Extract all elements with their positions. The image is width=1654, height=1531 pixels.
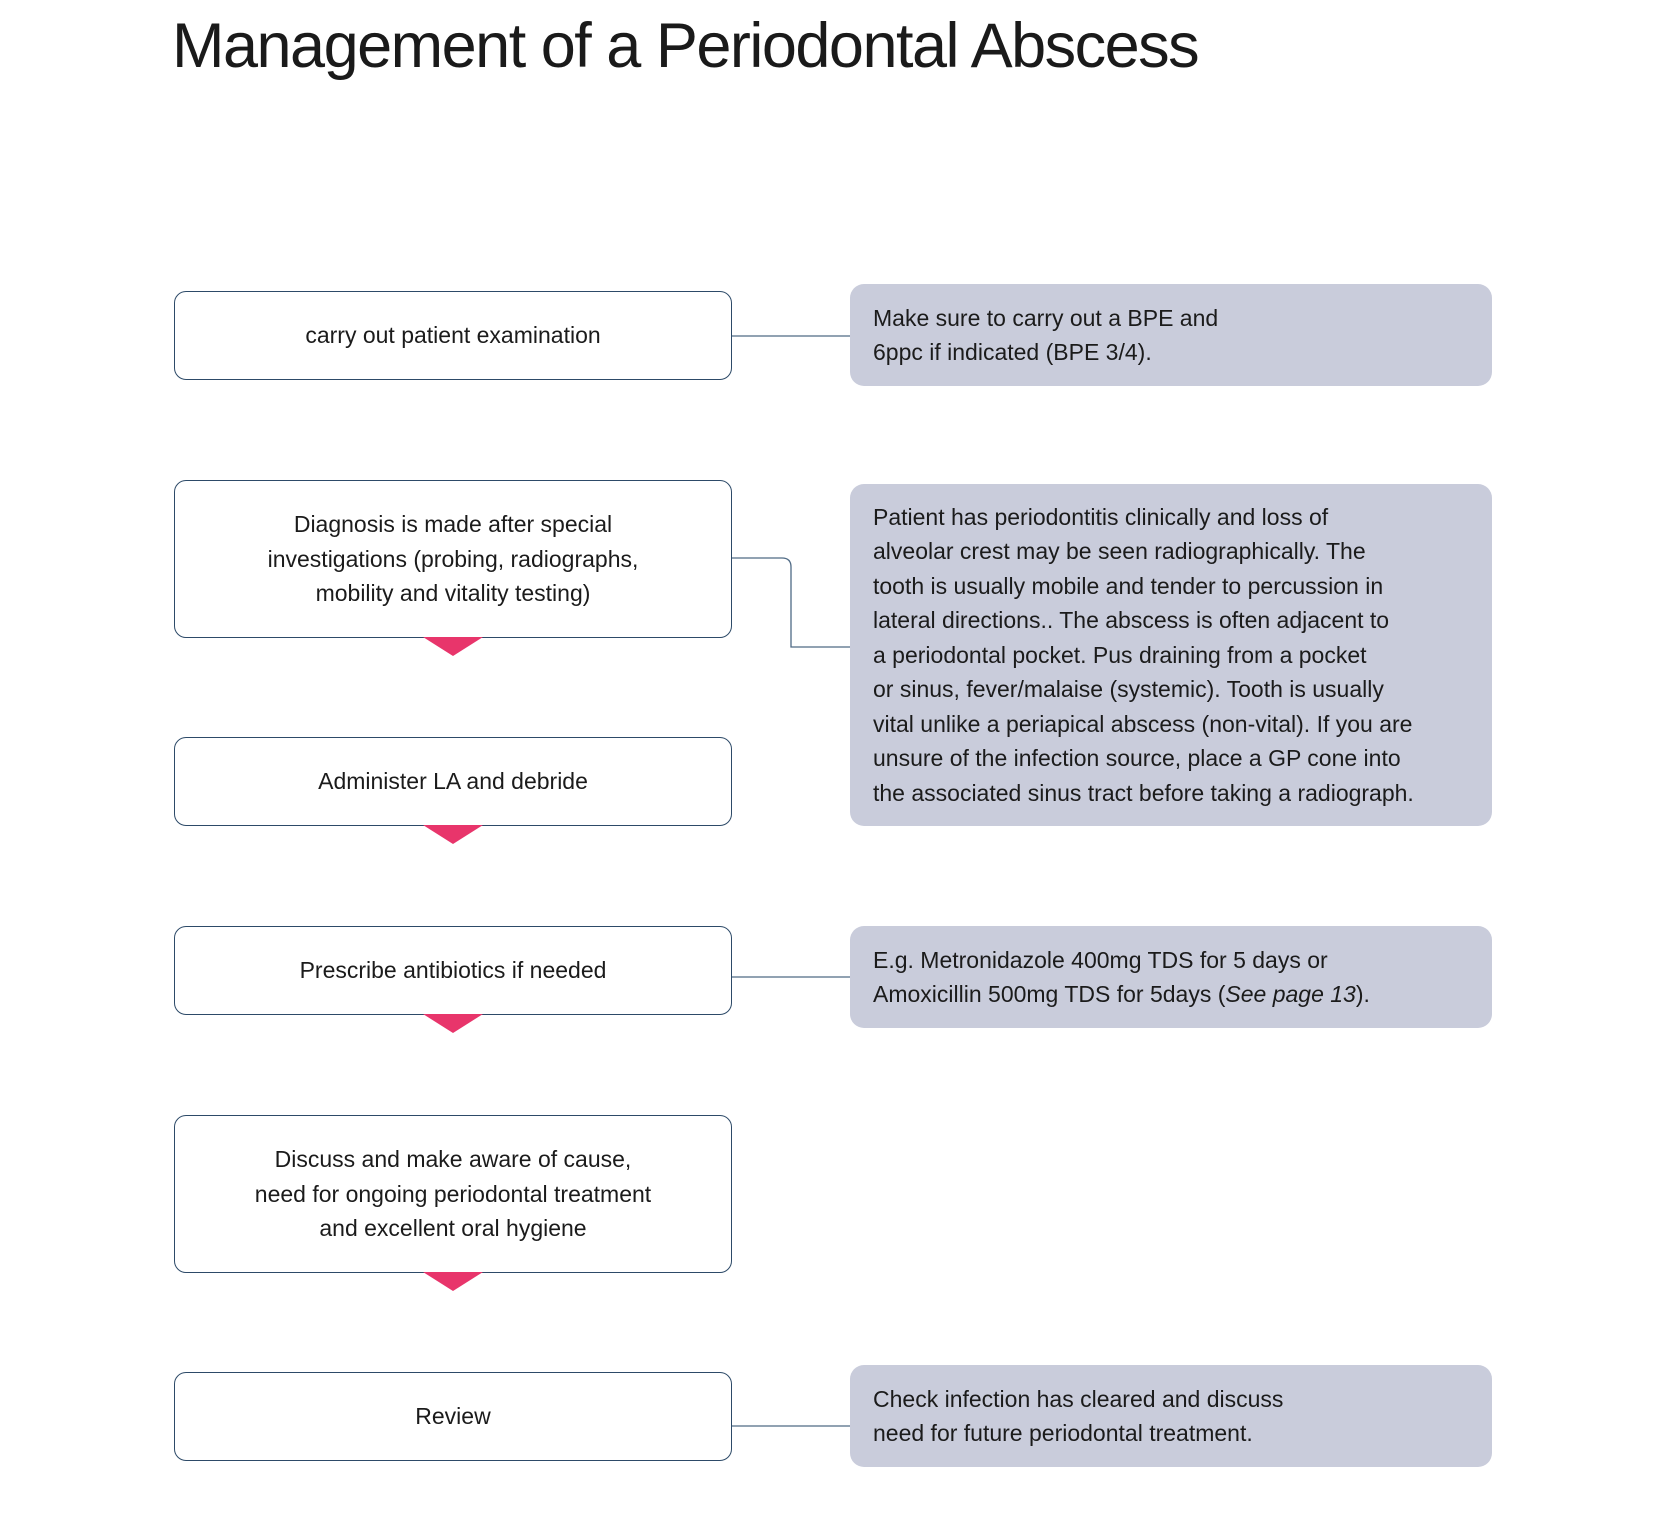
- step-discuss-cause: Discuss and make aware of cause, need fo…: [174, 1115, 732, 1273]
- down-arrow-icon: [423, 825, 483, 844]
- note-text-main: E.g. Metronidazole 400mg TDS for 5 days …: [873, 946, 1328, 1008]
- step-diagnosis: Diagnosis is made after special investig…: [174, 480, 732, 638]
- page-title: Management of a Periodontal Abscess: [172, 11, 1200, 81]
- note-text: Make sure to carry out a BPE and 6ppc if…: [873, 304, 1219, 366]
- note-clinical-signs: Patient has periodontitis clinically and…: [850, 484, 1492, 826]
- down-arrow-icon: [423, 1272, 483, 1291]
- step-review: Review: [174, 1372, 732, 1461]
- connector-diagnosis-to-clinical-note: [732, 557, 850, 648]
- note-bpe: Make sure to carry out a BPE and 6ppc if…: [850, 284, 1492, 386]
- note-review-followup: Check infection has cleared and discuss …: [850, 1365, 1492, 1467]
- down-arrow-icon: [423, 637, 483, 656]
- down-arrow-icon: [423, 1014, 483, 1033]
- step-label: Review: [415, 1403, 491, 1430]
- step-label: Discuss and make aware of cause, need fo…: [254, 1146, 652, 1242]
- step-label: Prescribe antibiotics if needed: [299, 957, 607, 984]
- step-label: Administer LA and debride: [318, 768, 588, 795]
- page-reference: See page 13: [1225, 981, 1356, 1007]
- step-prescribe-antibiotics: Prescribe antibiotics if needed: [174, 926, 732, 1015]
- note-text: Patient has periodontitis clinically and…: [873, 503, 1414, 806]
- note-text-end: ).: [1355, 981, 1370, 1007]
- note-antibiotic-regimen: E.g. Metronidazole 400mg TDS for 5 days …: [850, 926, 1492, 1028]
- step-label: carry out patient examination: [305, 322, 601, 349]
- note-text: Check infection has cleared and discuss …: [873, 1385, 1284, 1447]
- step-administer-la: Administer LA and debride: [174, 737, 732, 826]
- step-label: Diagnosis is made after special investig…: [267, 511, 639, 607]
- note-text: E.g. Metronidazole 400mg TDS for 5 days …: [873, 943, 1370, 1012]
- step-patient-examination: carry out patient examination: [174, 291, 732, 380]
